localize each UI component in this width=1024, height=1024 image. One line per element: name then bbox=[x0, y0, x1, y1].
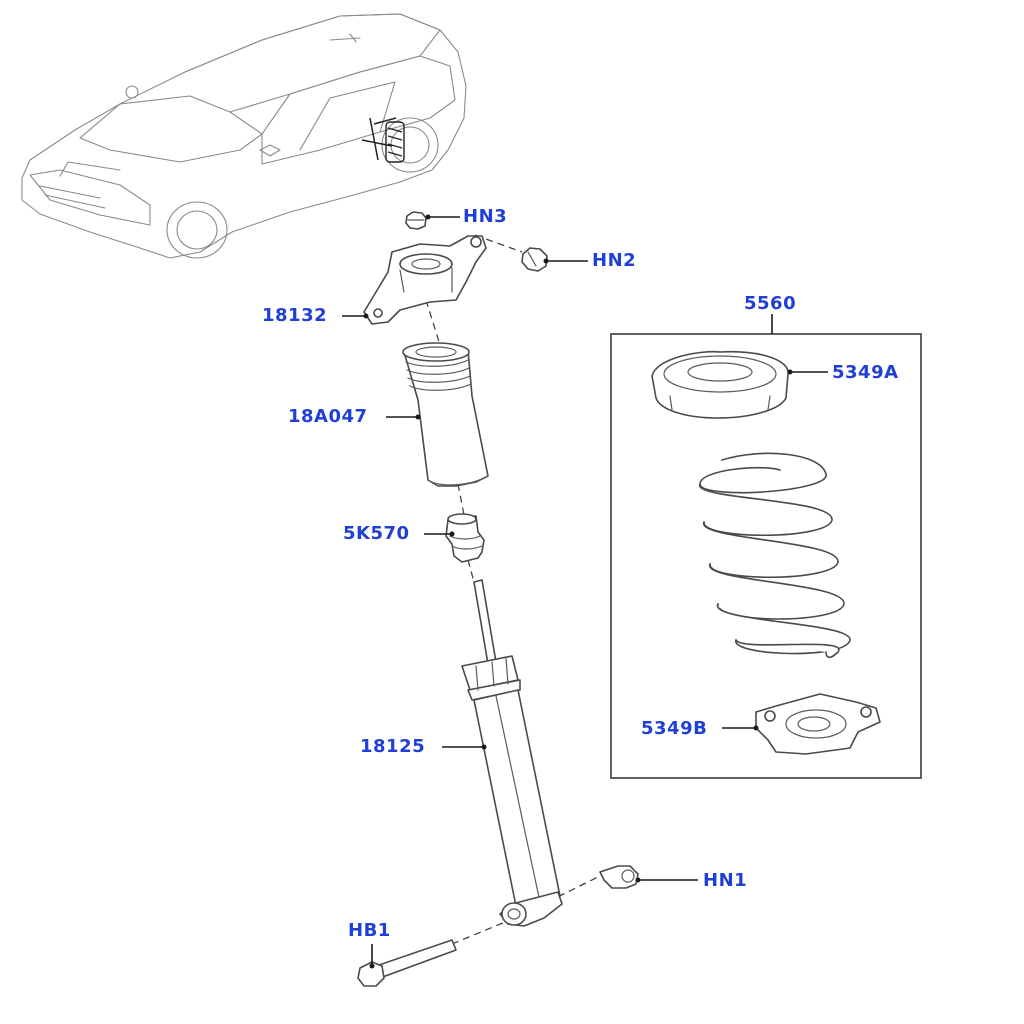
bolt-hb1 bbox=[357, 939, 457, 987]
callout-5k570: 5K570 bbox=[343, 523, 410, 544]
callout-5349b: 5349B bbox=[641, 718, 708, 739]
axis-hn2 bbox=[474, 234, 523, 253]
nut-hn1 bbox=[599, 865, 639, 889]
callout-hb1: HB1 bbox=[348, 920, 391, 941]
callout-18132: 18132 bbox=[262, 305, 328, 326]
callout-hn2: HN2 bbox=[592, 250, 637, 271]
callout-18125: 18125 bbox=[360, 736, 426, 757]
bump-stop-5K570 bbox=[445, 513, 485, 563]
upper-mount-18132 bbox=[363, 235, 487, 325]
leader-dots bbox=[363, 214, 793, 969]
axis-hb1 bbox=[451, 919, 511, 945]
vehicle-sketch bbox=[21, 13, 467, 259]
axis-mid bbox=[457, 483, 465, 516]
callout-hn3: HN3 bbox=[463, 206, 508, 227]
dust-boot-18A047 bbox=[402, 342, 489, 487]
lower-spring-seat-5349B bbox=[755, 693, 881, 755]
callout-18a047: 18A047 bbox=[288, 406, 368, 427]
callout-5560: 5560 bbox=[744, 293, 797, 314]
axis-upper bbox=[425, 299, 441, 346]
coil-spring bbox=[699, 452, 851, 659]
axis-lower bbox=[467, 559, 475, 583]
kit-box-5560 bbox=[610, 333, 922, 779]
shock-absorber-18125 bbox=[461, 579, 563, 927]
nut-hn2 bbox=[521, 247, 548, 272]
upper-spring-seat-5349A bbox=[651, 350, 789, 419]
nut-hn3 bbox=[405, 211, 427, 230]
callout-hn1: HN1 bbox=[703, 870, 748, 891]
callout-5349a: 5349A bbox=[832, 362, 899, 383]
